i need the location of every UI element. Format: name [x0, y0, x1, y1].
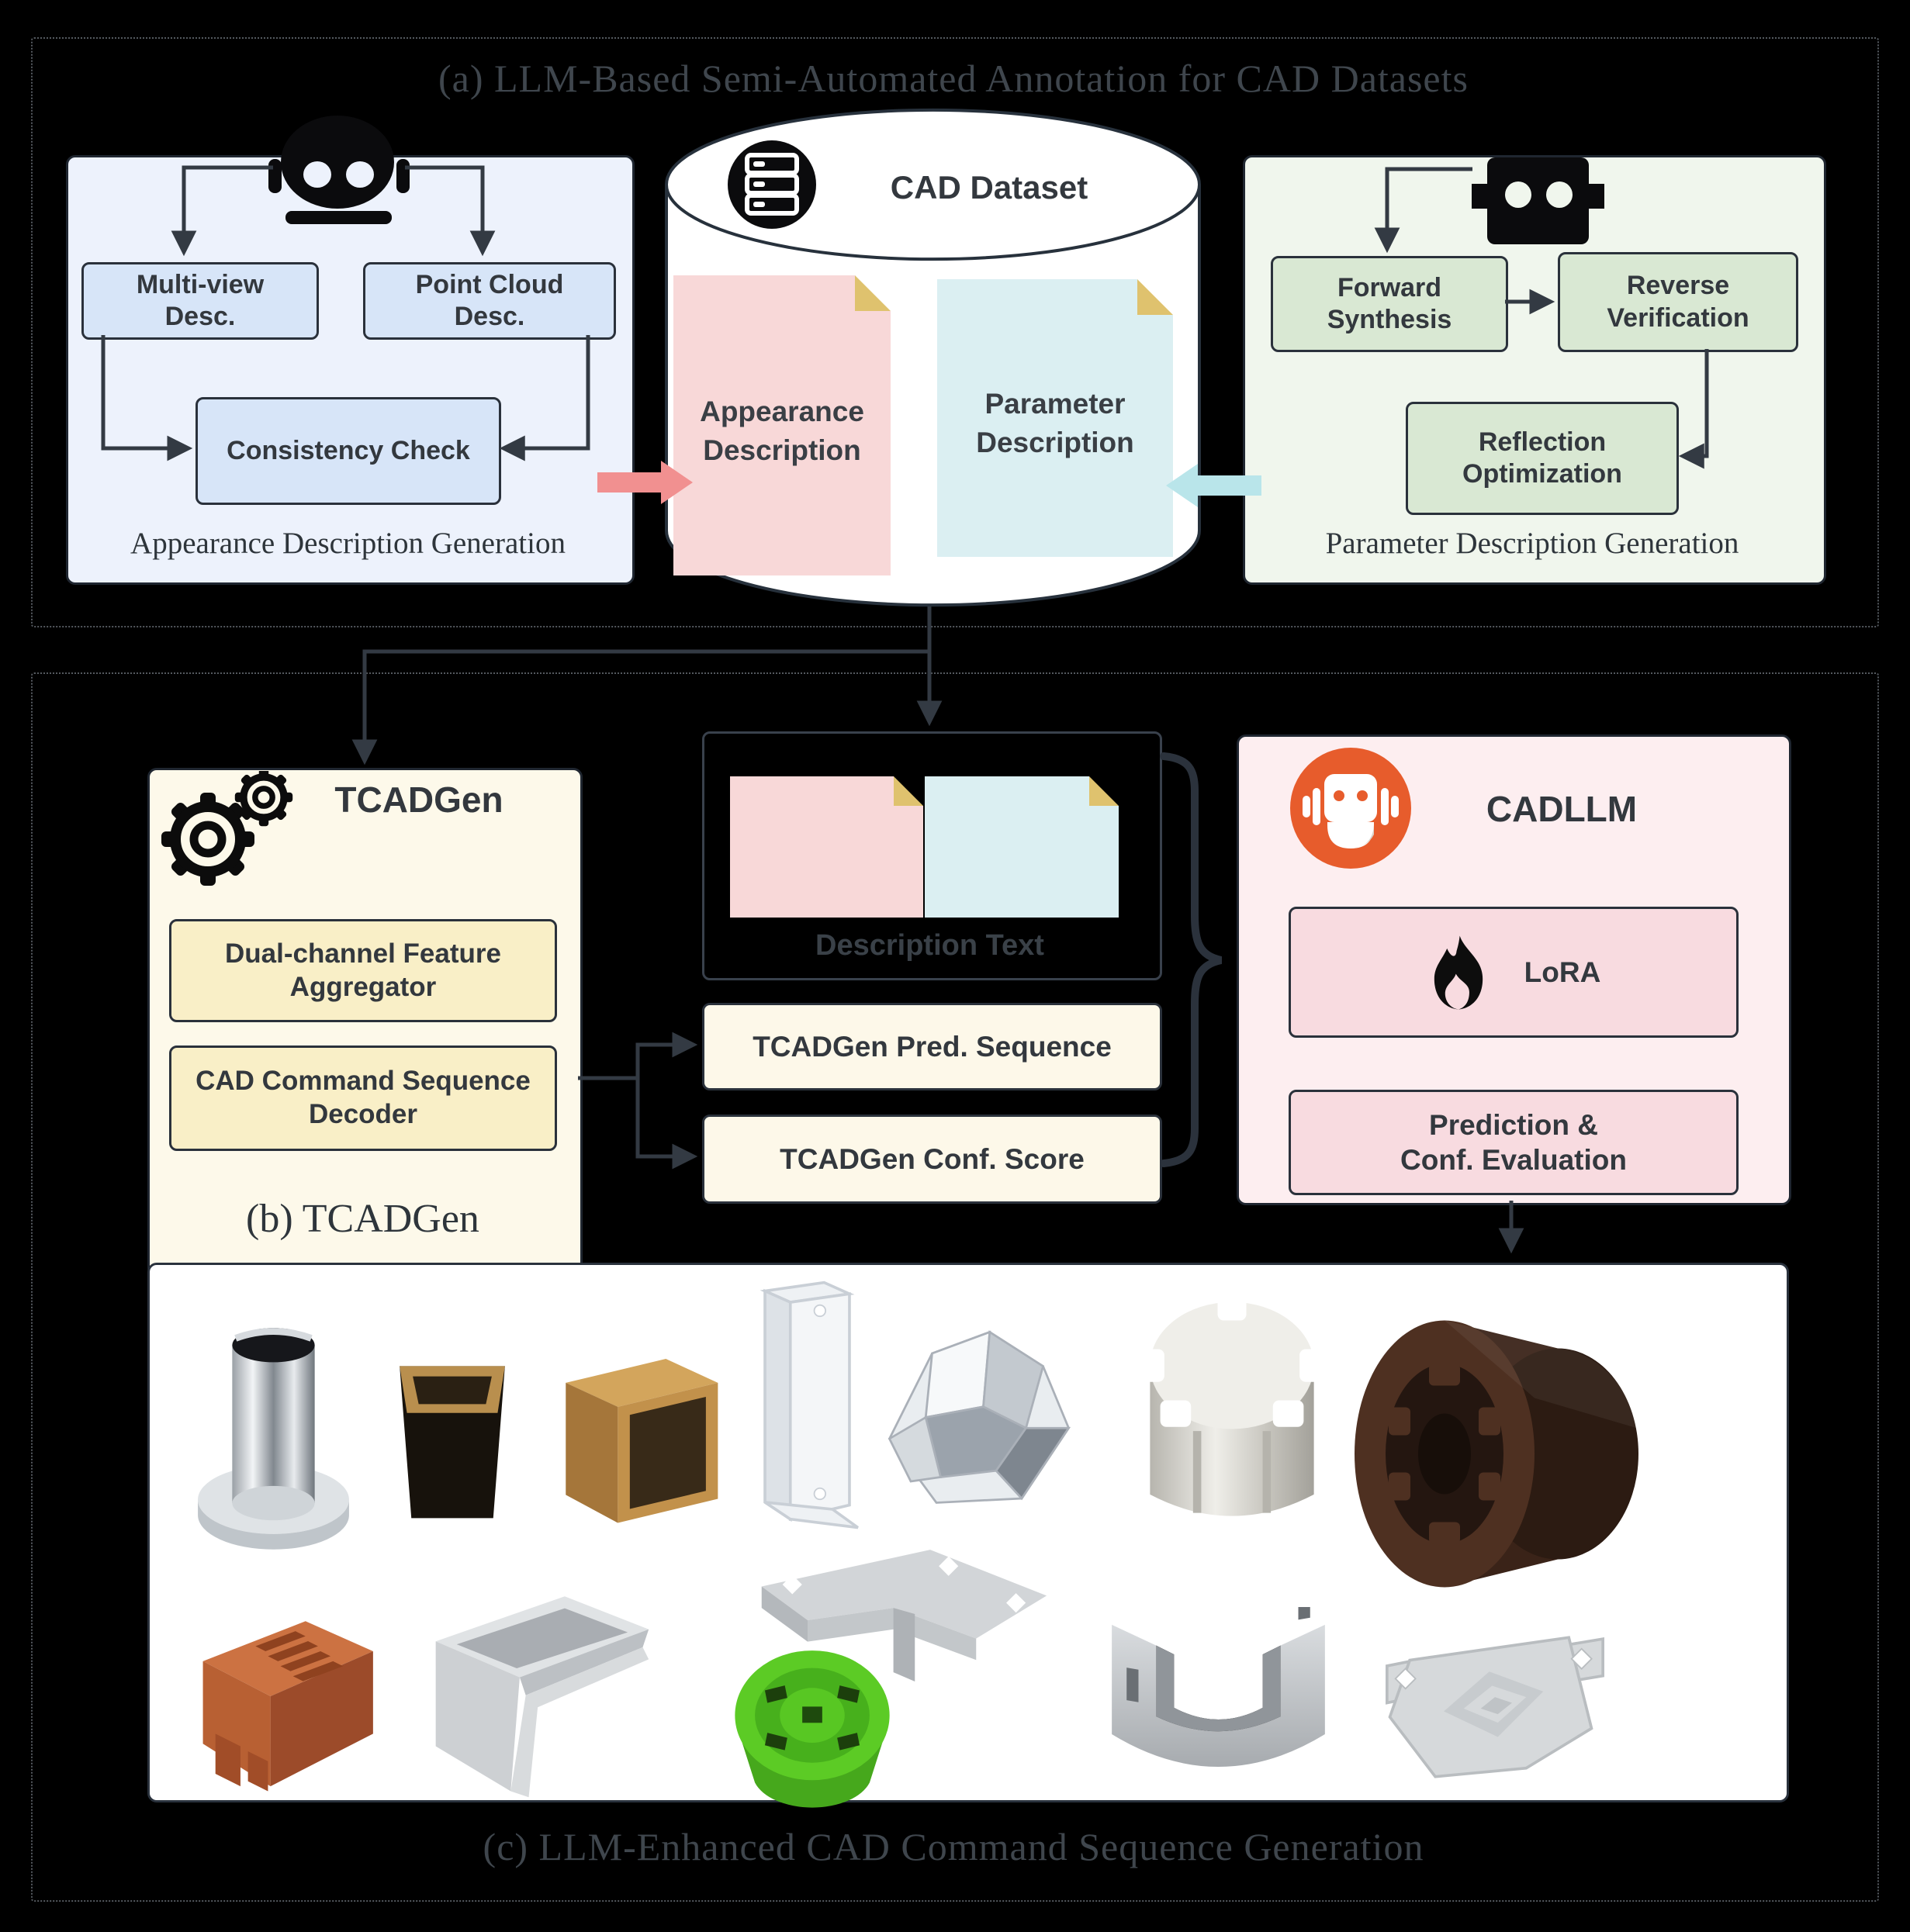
- multiview-desc-node: Multi-view Desc.: [81, 262, 319, 340]
- parameter-doc-label: Parameter Description: [976, 388, 1134, 458]
- section-a-border: [31, 37, 1879, 627]
- cadllm-title: CADLLM: [1486, 789, 1638, 829]
- tcadgen-title: TCADGen: [334, 779, 503, 820]
- cad-model: [1137, 1294, 1327, 1516]
- section-b-border: [31, 672, 1879, 1902]
- cad-model: [1386, 1636, 1604, 1778]
- command-decoder-node: CAD Command Sequence Decoder: [169, 1045, 557, 1151]
- robot-icon: [268, 116, 410, 224]
- lora-node: LoRA: [1289, 907, 1739, 1038]
- parameter-description-doc: Parameter Description: [937, 279, 1173, 557]
- cad-model: [1355, 1320, 1640, 1588]
- parameter-doc-small: [925, 776, 1119, 918]
- reverse-verification-node: Reverse Verification: [1558, 252, 1798, 352]
- cad-model: [202, 1621, 373, 1792]
- parameter-generation-label: Parameter Description Generation: [1325, 527, 1739, 560]
- robot-icon: [1472, 157, 1604, 244]
- cad-model: [198, 1328, 349, 1550]
- database-icon: [728, 140, 816, 229]
- reflection-optimization-node: Reflection Optimization: [1406, 402, 1679, 515]
- tcadgen-caption: (b) TCADGen: [246, 1197, 479, 1241]
- appearance-doc-small: [730, 776, 923, 918]
- appearance-generation-label: Appearance Description Generation: [130, 527, 566, 560]
- pointcloud-desc-node: Point Cloud Desc.: [363, 262, 616, 340]
- feature-aggregator-node: Dual-channel Feature Aggregator: [169, 919, 557, 1022]
- appearance-doc-label: Appearance Description: [700, 395, 864, 466]
- cad-model: [735, 1650, 890, 1808]
- conf-score-node: TCADGen Conf. Score: [702, 1115, 1162, 1204]
- consistency-check-node: Consistency Check: [195, 397, 501, 505]
- fire-icon: [1434, 935, 1483, 1010]
- section-a-title: (a) LLM-Based Semi-Automated Annotation …: [438, 57, 1469, 100]
- pred-sequence-node: TCADGen Pred. Sequence: [702, 1003, 1162, 1090]
- cad-model: [435, 1596, 649, 1798]
- forward-synthesis-node: Forward Synthesis: [1271, 256, 1508, 352]
- description-text-label: Description Text: [815, 929, 1044, 962]
- cad-model: [566, 1358, 718, 1523]
- prediction-evaluation-node: Prediction & Conf. Evaluation: [1289, 1090, 1739, 1195]
- cad-dataset-title: CAD Dataset: [890, 169, 1088, 206]
- gears-icon: [161, 771, 293, 886]
- section-c-caption: (c) LLM-Enhanced CAD Command Sequence Ge…: [483, 1825, 1424, 1868]
- lora-label: LoRA: [1524, 956, 1601, 988]
- cad-model: [1112, 1607, 1325, 1768]
- cad-model: [760, 1281, 859, 1529]
- cad-model: [761, 1550, 1047, 1681]
- appearance-description-doc: Appearance Description: [673, 275, 891, 575]
- cadllm-robot-icon: [1290, 748, 1411, 869]
- cad-model: [888, 1330, 1071, 1504]
- cad-model: [400, 1366, 505, 1519]
